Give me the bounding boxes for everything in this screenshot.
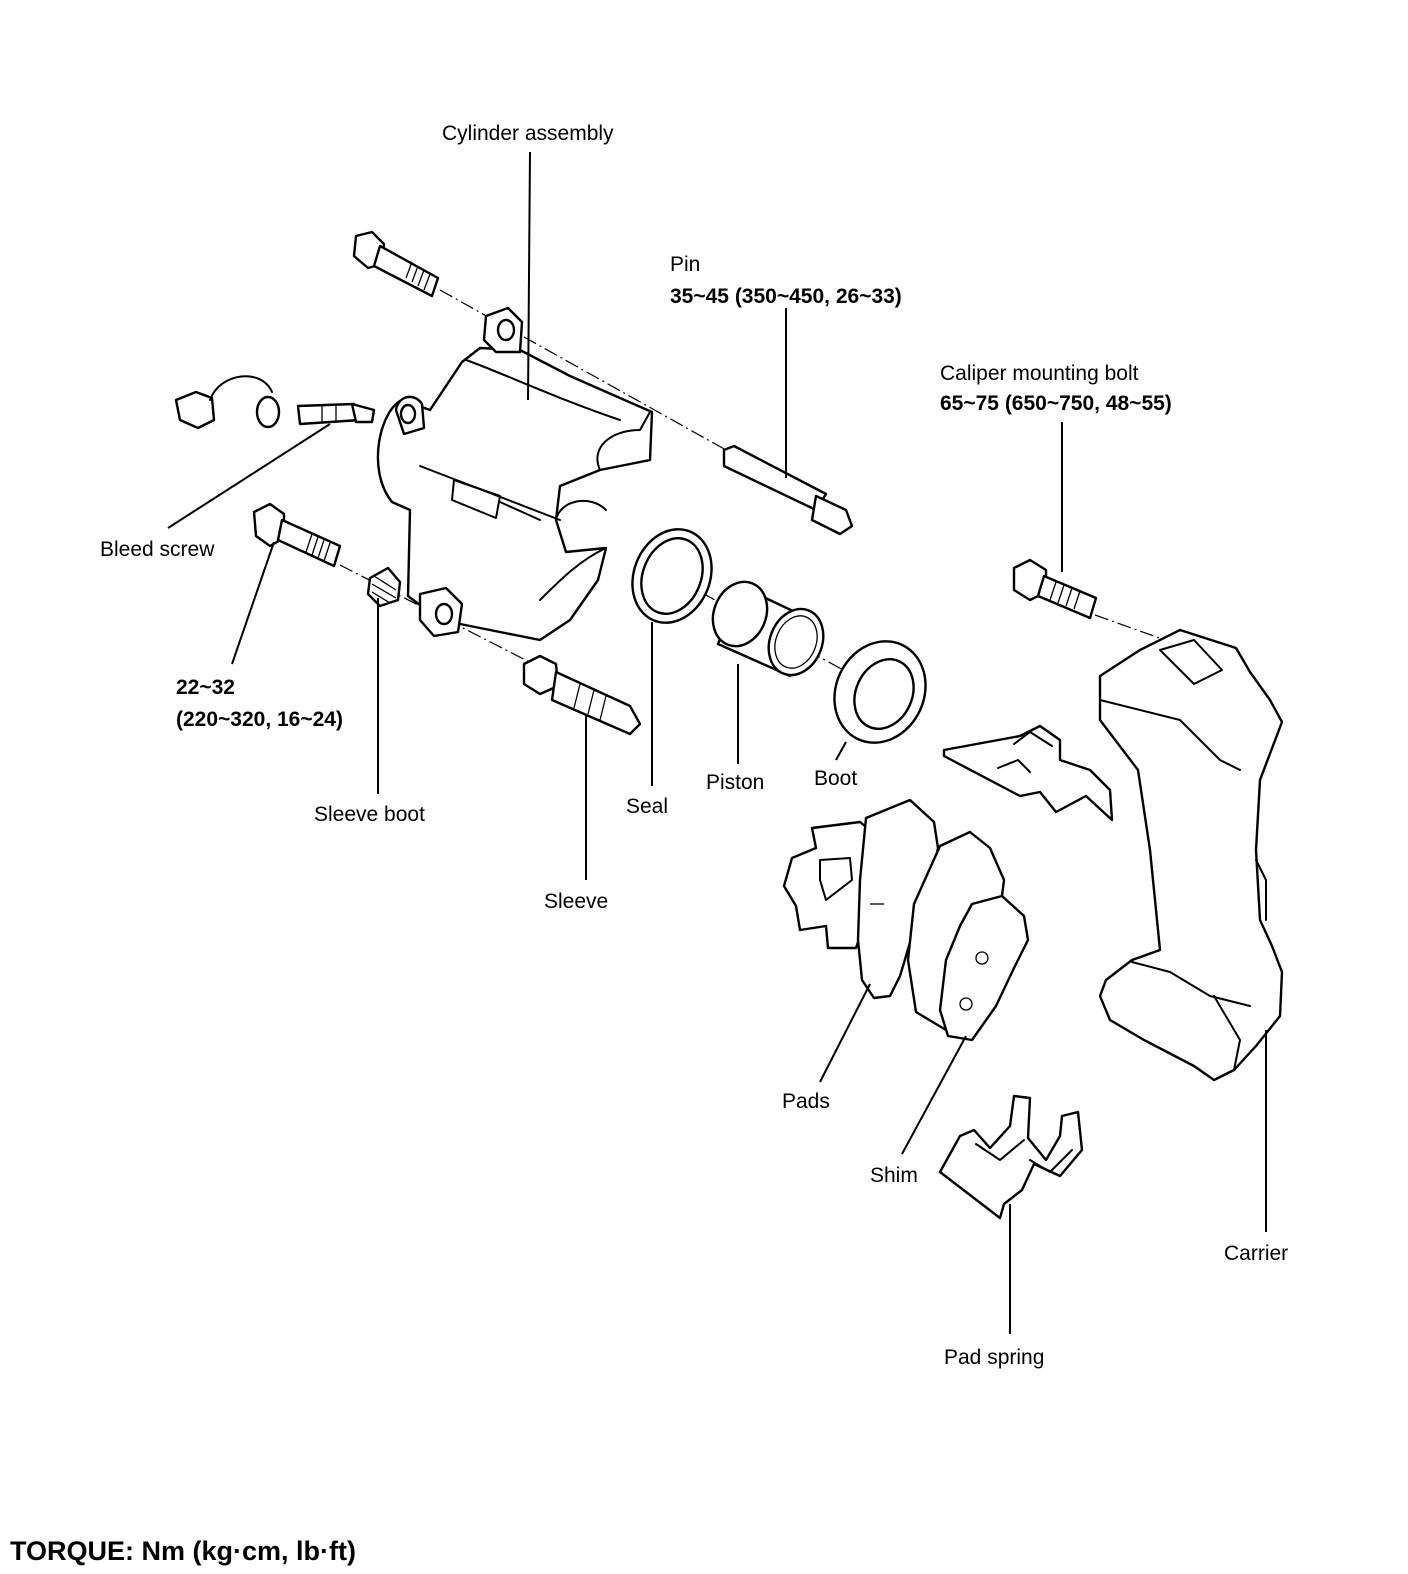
label-pin: Pin <box>670 253 700 276</box>
label-sleeve-boot: Sleeve boot <box>314 803 425 826</box>
label-caliper-mounting-bolt: Caliper mounting bolt <box>940 362 1139 385</box>
carrier <box>1098 628 1284 1082</box>
label-carrier: Carrier <box>1224 1242 1288 1265</box>
label-pads: Pads <box>782 1090 830 1113</box>
label-pin-torque: 35~45 (350~450, 26~33) <box>670 285 902 308</box>
sleeve <box>522 654 642 736</box>
pad-spring <box>938 1094 1084 1220</box>
label-caliper-mounting-bolt-torque: 65~75 (650~750, 48~55) <box>940 392 1172 415</box>
label-bleed-screw: Bleed screw <box>100 538 215 561</box>
label-pad-spring: Pad spring <box>944 1346 1044 1369</box>
torque-units-note: TORQUE: Nm (kg·cm, lb·ft) <box>10 1536 356 1566</box>
guide-pin <box>722 444 854 536</box>
upper-guide-bolt <box>352 230 440 298</box>
shim <box>938 894 1030 1042</box>
lower-guide-bolt <box>252 502 342 568</box>
label-bolt-torque-line2: (220~320, 16~24) <box>176 708 343 731</box>
piston <box>711 580 825 678</box>
boot <box>833 640 927 744</box>
seal <box>631 528 713 624</box>
caliper-mounting-bolt <box>1012 558 1098 620</box>
label-piston: Piston <box>706 771 764 794</box>
bleed-screw <box>174 375 376 430</box>
label-seal: Seal <box>626 795 668 818</box>
anti-rattle-clip <box>942 724 1114 822</box>
cylinder-assembly <box>376 306 654 642</box>
sleeve-boot <box>366 566 402 608</box>
label-cylinder-assembly: Cylinder assembly <box>442 122 614 145</box>
label-sleeve: Sleeve <box>544 890 608 913</box>
leader-lines <box>167 151 1267 1334</box>
label-bolt-torque-line1: 22~32 <box>176 676 235 699</box>
label-boot: Boot <box>814 767 857 790</box>
label-shim: Shim <box>870 1164 918 1187</box>
